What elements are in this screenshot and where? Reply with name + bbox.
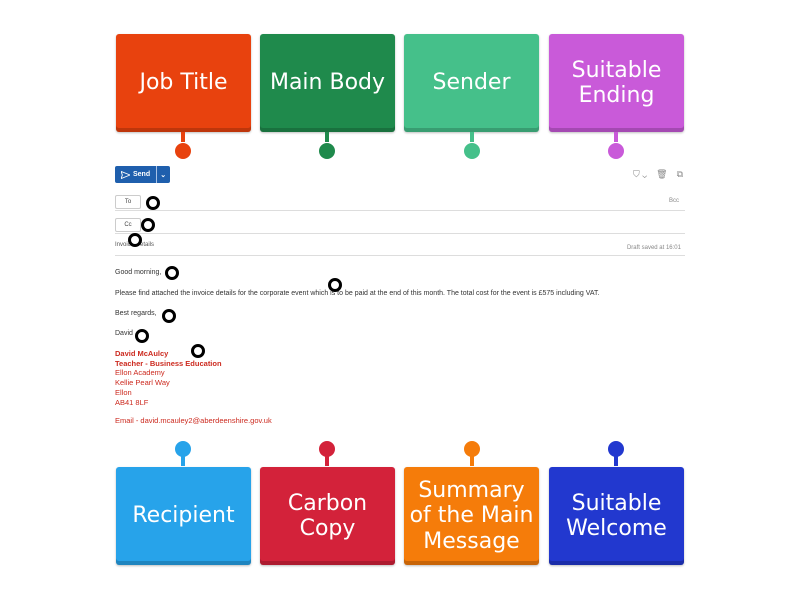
toolbar-icons: ⛉ ⌄ 🗑 ⧉: [633, 169, 683, 180]
drop-target[interactable]: [165, 266, 179, 280]
subject-field[interactable]: Invoice Details Draft saved at 16:01: [115, 242, 685, 256]
signature-postcode: AB41 8LF: [115, 397, 149, 407]
pin-stem: [614, 456, 618, 466]
drop-target[interactable]: [191, 344, 205, 358]
label-text: Message: [423, 528, 520, 554]
pin-dot: [319, 441, 335, 457]
label-text: Job Title: [139, 70, 228, 96]
label-sender[interactable]: Sender: [404, 34, 539, 132]
label-text: Carbon: [287, 490, 368, 516]
bcc-link[interactable]: Bcc: [668, 198, 679, 204]
drop-target[interactable]: [146, 196, 160, 210]
drop-target[interactable]: [128, 233, 142, 247]
pin-dot: [608, 441, 624, 457]
pin-stem: [325, 456, 329, 466]
trash-icon[interactable]: 🗑: [656, 169, 668, 179]
drop-target[interactable]: [162, 309, 176, 323]
label-text: Suitable: [571, 57, 662, 83]
label-text: of the Main: [409, 503, 534, 529]
pin-dot: [464, 143, 480, 159]
signature-name: David McAulcy: [115, 349, 169, 358]
label-text: Recipient: [132, 503, 235, 529]
label-suitable-welcome[interactable]: Suitable Welcome: [549, 467, 684, 565]
drop-target[interactable]: [141, 218, 155, 232]
send-icon: [121, 170, 130, 179]
pin-stem: [470, 456, 474, 466]
label-text: Suitable: [571, 490, 662, 516]
signature-school: Ellon Academy: [115, 368, 165, 378]
shield-icon[interactable]: ⛉ ⌄: [633, 169, 648, 179]
send-label: Send: [133, 171, 151, 178]
label-text: Sender: [432, 70, 511, 96]
label-text: Main Body: [269, 70, 386, 96]
label-carbon-copy[interactable]: Carbon Copy: [260, 467, 395, 565]
to-row[interactable]: To Bcc: [115, 193, 685, 211]
email-compose: Send ⌄ ⛉ ⌄ 🗑 ⧉ To Bcc Cc Invoice Details…: [115, 166, 685, 436]
signature-title: Teacher - Business Education: [115, 358, 222, 368]
label-text: Ending: [578, 83, 655, 108]
cc-row[interactable]: Cc: [115, 216, 685, 234]
pin-dot: [464, 441, 480, 457]
sender-first-name: David: [115, 330, 133, 337]
greeting: Good morning,: [115, 269, 162, 276]
label-main-body[interactable]: Main Body: [260, 34, 395, 132]
pin-stem: [181, 456, 185, 466]
body-text: Please find attached the invoice details…: [115, 290, 600, 297]
label-job-title[interactable]: Job Title: [116, 34, 251, 132]
signature-street: Kellie Pearl Way: [115, 378, 170, 388]
send-button[interactable]: Send ⌄: [115, 166, 170, 183]
chevron-down-icon[interactable]: ⌄: [160, 171, 167, 179]
cc-button[interactable]: Cc: [115, 218, 141, 232]
label-text: Summary: [418, 478, 525, 504]
pin-stem: [614, 132, 618, 142]
signature-email: Email - david.mcauley2@aberdeenshire.gov…: [115, 416, 272, 425]
label-recipient[interactable]: Recipient: [116, 467, 251, 565]
label-text: Welcome: [566, 516, 667, 541]
pin-dot: [175, 441, 191, 457]
pin-dot: [175, 143, 191, 159]
pin-stem: [325, 132, 329, 142]
drop-target[interactable]: [135, 329, 149, 343]
pin-dot: [319, 143, 335, 159]
draft-status: Draft saved at 16:01: [626, 245, 681, 251]
to-button[interactable]: To: [115, 195, 141, 209]
label-summary[interactable]: Summary of the Main Message: [404, 467, 539, 565]
pin-stem: [181, 132, 185, 142]
label-text: Copy: [299, 516, 356, 541]
signature: David McAulcy Teacher - Business Educati…: [115, 349, 222, 407]
drop-target[interactable]: [328, 278, 342, 292]
closing: Best regards,: [115, 310, 157, 317]
pin-stem: [470, 132, 474, 142]
popout-icon[interactable]: ⧉: [676, 169, 683, 179]
pin-dot: [608, 143, 624, 159]
label-suitable-ending[interactable]: Suitable Ending: [549, 34, 684, 132]
signature-town: Ellon: [115, 387, 132, 397]
